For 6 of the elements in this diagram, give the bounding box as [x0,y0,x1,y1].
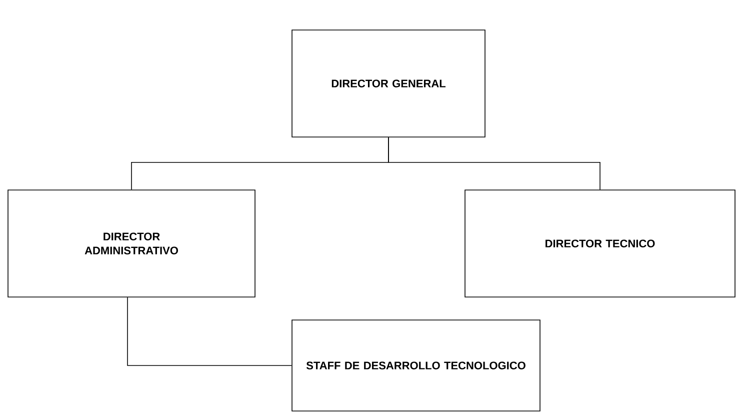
org-box: DIRECTOR ADMINISTRATIVO [8,190,256,298]
org-box: DIRECTOR GENERAL [292,30,486,138]
connector-line [127,297,292,366]
org-box: DIRECTOR TECNICO [464,190,736,298]
org-box: STAFF DE DESARROLLO TECNOLOGICO [292,320,540,412]
connector-line [388,137,600,190]
